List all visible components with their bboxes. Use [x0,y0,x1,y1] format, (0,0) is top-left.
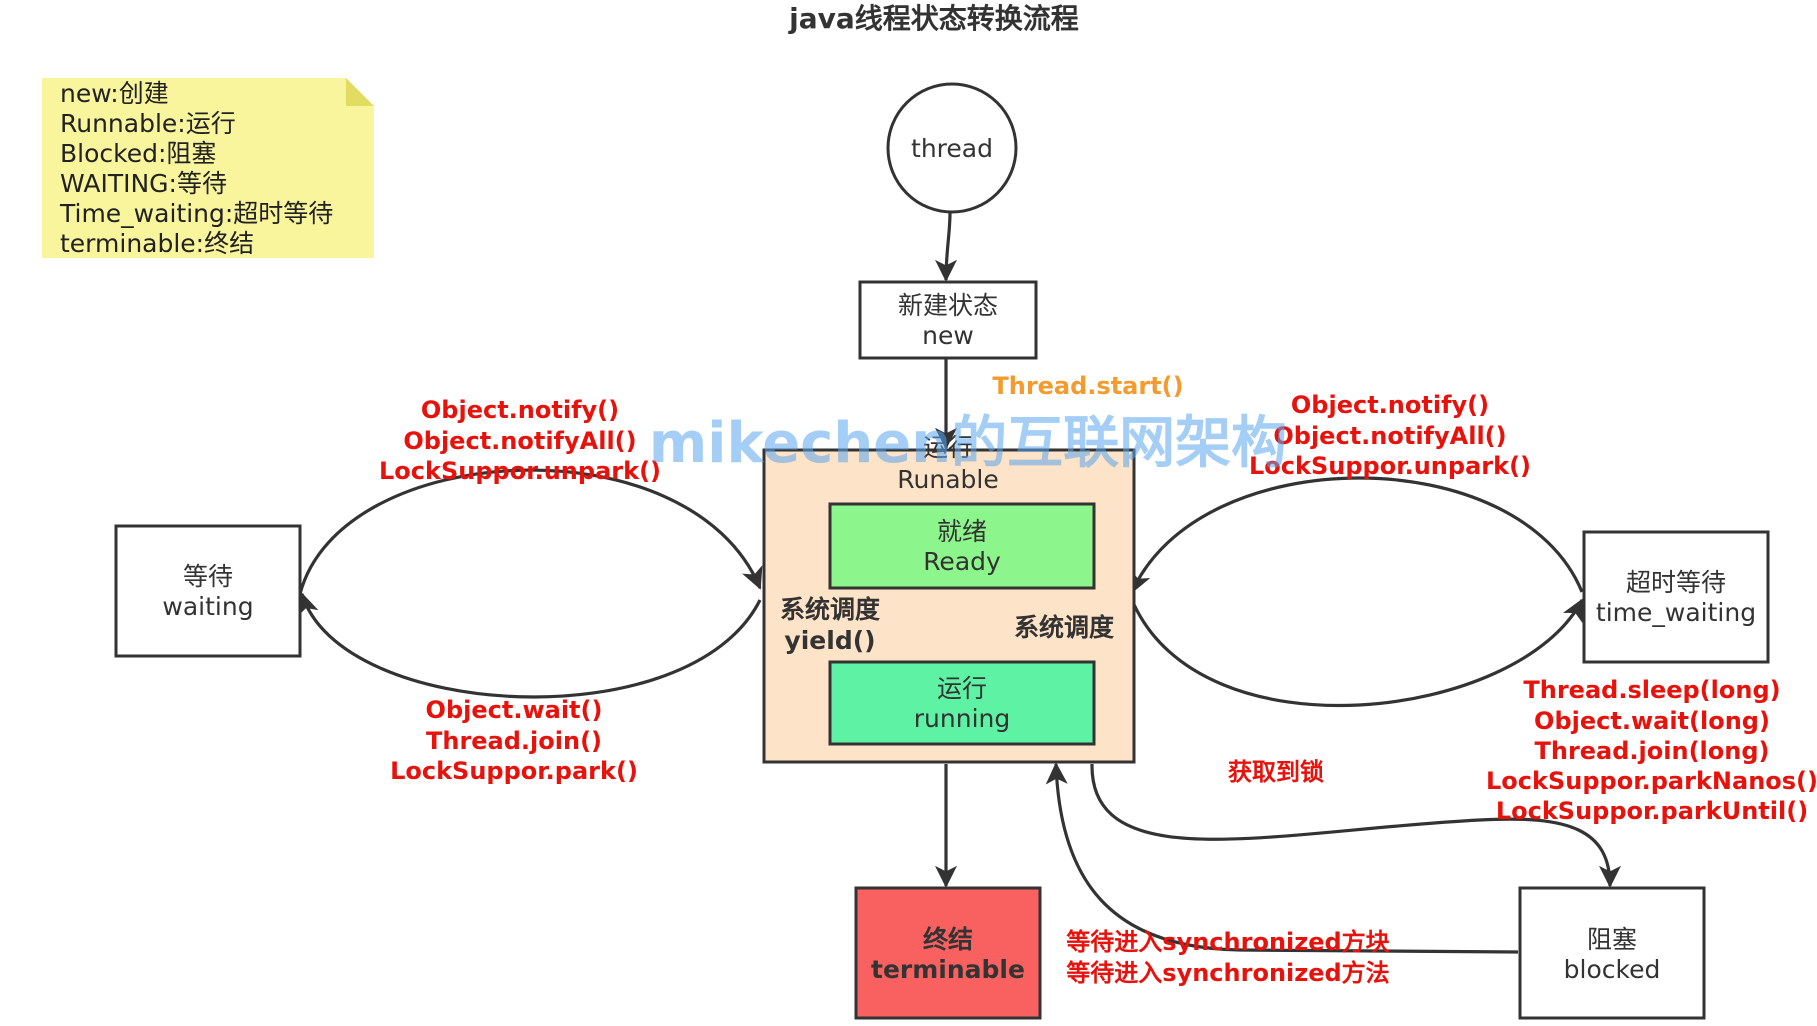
edge-waiting-to-runnable [298,468,763,595]
label-blocked-to-runnable: 获取到锁 [1228,758,1324,786]
label-line: LockSuppor.unpark() [1249,452,1531,480]
label-line: Object.wait(long) [1534,707,1770,735]
label-runnable-to-timed: Thread.sleep(long) Object.wait(long) Thr… [1486,676,1817,825]
label-line: Object.notifyAll() [1273,422,1506,450]
label-timed-to-runnable: Object.notify() Object.notifyAll() LockS… [1249,391,1531,480]
label-line: LockSuppor.parkUntil() [1496,797,1808,825]
node-waiting: 等待 waiting [114,524,302,658]
legend-line: terminable:终结 [60,229,254,258]
label-runnable-to-blocked: 等待进入synchronized方块 等待进入synchronized方法 [1066,928,1389,987]
edge-blocked-to-runnable [1045,762,1519,954]
edge-thread-to-new [935,211,958,282]
legend-line: WAITING:等待 [60,169,227,198]
node-time-waiting-line1: 超时等待 [1626,568,1726,597]
node-runnable-line2: Runable [897,465,998,494]
node-ready-line2: Ready [923,547,1001,576]
label-line: Thread.join(long) [1534,737,1769,765]
node-time-waiting: 超时等待 time_waiting [1582,530,1770,664]
label-line: 系统调度 [780,595,880,624]
node-runnable-line1: 运行 [923,433,973,462]
edge-timed-to-runnable [1130,476,1584,594]
node-running-line1: 运行 [937,674,987,703]
label-line: Object.notifyAll() [403,427,636,455]
legend-line: Runnable:运行 [60,109,236,138]
diagram-title: java线程状态转换流程 [788,2,1079,35]
label-ready-to-running: 系统调度 [1014,613,1114,642]
node-running-line2: running [914,704,1010,733]
node-ready-line1: 就绪 [937,517,987,546]
legend-line: new:创建 [60,79,169,108]
edges [297,211,1621,954]
node-blocked: 阻塞 blocked [1518,886,1706,1020]
node-ready: 就绪 Ready [828,502,1096,590]
label-line: 等待进入synchronized方块 [1066,928,1389,956]
label-runnable-to-waiting: Object.wait() Thread.join() LockSuppor.p… [390,696,638,785]
label-line: LockSuppor.unpark() [379,457,661,485]
legend-line: Time_waiting:超时等待 [59,199,333,228]
label-line: yield() [784,626,875,655]
legend-note: new:创建 Runnable:运行 Blocked:阻塞 WAITING:等待… [42,78,374,258]
edge-runnable-to-timed [1130,598,1584,708]
node-new-line1: 新建状态 [898,291,998,320]
node-new: 新建状态 new [858,280,1038,360]
label-waiting-to-runnable: Object.notify() Object.notifyAll() LockS… [379,396,661,485]
label-line: Object.notify() [1291,391,1489,419]
label-line: Object.notify() [421,396,619,424]
label-running-to-ready: 系统调度 yield() [780,595,880,655]
node-running: 运行 running [828,660,1096,746]
node-new-line2: new [922,321,974,350]
node-blocked-line1: 阻塞 [1587,925,1637,954]
edge-runnable-to-waiting [297,592,762,699]
watermark: mikechen的互联网架构 [649,411,1287,476]
node-time-waiting-line2: time_waiting [1596,598,1756,627]
label-line: Thread.sleep(long) [1523,676,1780,704]
label-line: Thread.join() [426,727,602,755]
node-terminable-line2: terminable [871,955,1025,984]
label-line: LockSuppor.park() [390,757,638,785]
node-blocked-line2: blocked [1564,955,1661,984]
label-line: Object.wait() [426,696,603,724]
node-waiting-line1: 等待 [183,562,233,591]
label-line: LockSuppor.parkNanos() [1486,767,1817,795]
edge-runnable-to-blocked [1090,763,1621,888]
label-thread-start: Thread.start() [992,372,1183,400]
label-line: 等待进入synchronized方法 [1066,959,1389,987]
node-thread: thread [886,82,1018,214]
node-terminable-line1: 终结 [923,925,973,954]
node-terminable: 终结 terminable [854,886,1042,1020]
node-waiting-line2: waiting [162,592,253,621]
legend-line: Blocked:阻塞 [60,139,216,168]
node-thread-label: thread [911,134,993,163]
